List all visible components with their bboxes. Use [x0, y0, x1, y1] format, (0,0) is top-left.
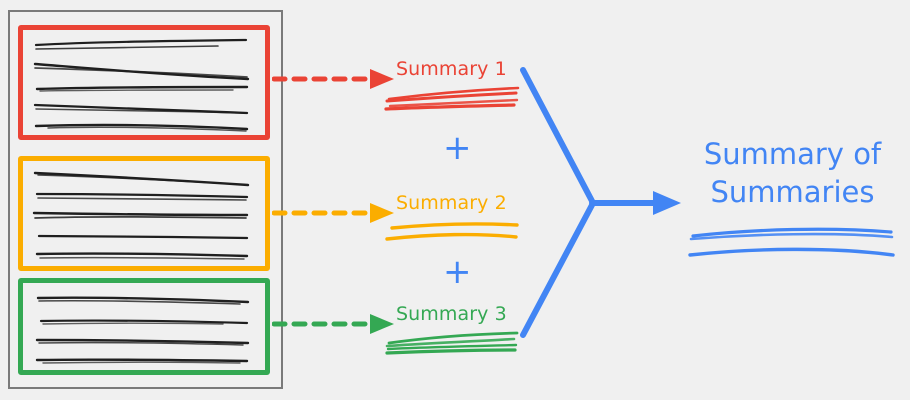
dashed-arrow-red	[272, 69, 394, 89]
final-title: Summary of Summaries	[690, 135, 895, 211]
summary-3-label: Summary 3	[396, 303, 507, 325]
plus-operator-2: +	[443, 252, 472, 292]
summary-3-strokes	[385, 331, 519, 355]
summary-1-strokes	[384, 86, 520, 111]
document-chunk-orange-text-lines	[32, 171, 250, 260]
final-title-line-1: Summary of	[703, 137, 882, 171]
document-chunk-green-text-lines	[35, 296, 250, 364]
document-chunk-red-text-lines	[33, 38, 250, 132]
merge-connector	[520, 67, 681, 338]
dashed-arrow-green	[272, 314, 394, 334]
plus-operator-1: +	[443, 128, 472, 168]
dashed-arrow-orange	[272, 203, 394, 223]
summary-1-label: Summary 1	[396, 58, 507, 80]
merge-arrow-head	[653, 191, 681, 215]
summary-2-strokes	[385, 222, 519, 241]
summary-2-label: Summary 2	[396, 192, 507, 214]
final-result-strokes	[688, 227, 895, 257]
final-title-line-2: Summaries	[710, 175, 875, 209]
